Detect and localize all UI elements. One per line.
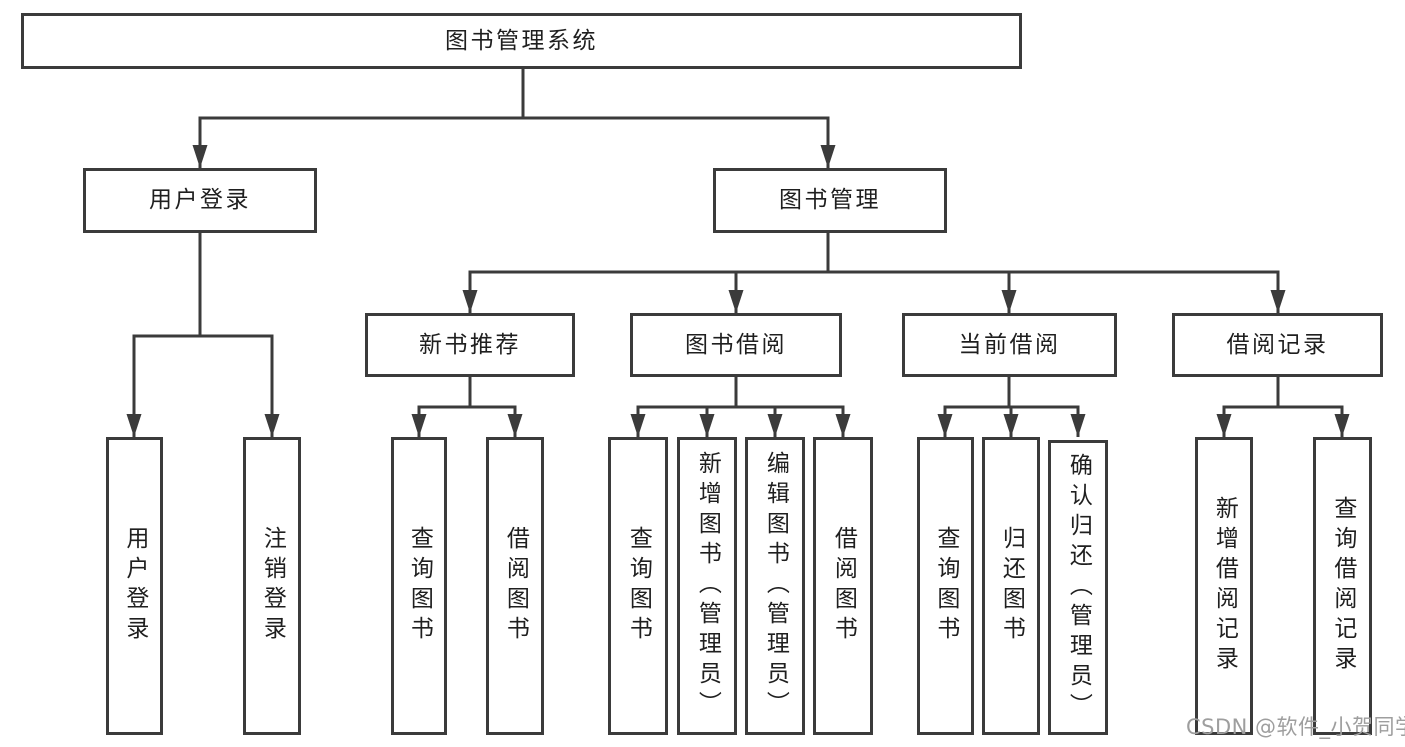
node-label: 图书借阅 <box>685 331 787 358</box>
node-label: 归还图书 <box>998 526 1025 646</box>
node-label: 编辑图书（管理员） <box>762 451 789 721</box>
node-library-management-system: 图书管理系统 <box>21 13 1022 69</box>
leaf-br-query-record: 查询借阅记录 <box>1313 437 1372 735</box>
leaf-bb-edit-book-admin: 编辑图书（管理员） <box>745 437 805 735</box>
leaf-bb-borrow-book: 借阅图书 <box>813 437 873 735</box>
node-label: 确认归还（管理员） <box>1065 452 1092 723</box>
node-book-borrow: 图书借阅 <box>630 313 842 377</box>
node-borrow-record: 借阅记录 <box>1172 313 1383 377</box>
leaf-user-login: 用户登录 <box>106 437 163 735</box>
node-label: 查询图书 <box>406 526 433 646</box>
node-label: 注销登录 <box>259 526 286 646</box>
csdn-watermark: CSDN @软件_小贺同学 <box>1186 715 1405 739</box>
leaf-bb-query-book: 查询图书 <box>608 437 668 735</box>
node-label: 查询图书 <box>625 526 652 646</box>
leaf-cb-confirm-return-admin: 确认归还（管理员） <box>1048 440 1108 735</box>
leaf-cb-return-book: 归还图书 <box>982 437 1040 735</box>
leaf-cb-query-book: 查询图书 <box>917 437 974 735</box>
node-label: 查询借阅记录 <box>1329 496 1356 676</box>
leaf-rec-borrow-book: 借阅图书 <box>486 437 544 735</box>
node-user-login-branch: 用户登录 <box>83 168 317 233</box>
node-label: 当前借阅 <box>958 331 1061 358</box>
leaf-br-add-record: 新增借阅记录 <box>1195 437 1253 735</box>
node-book-management: 图书管理 <box>713 168 947 233</box>
node-label: 借阅记录 <box>1226 331 1329 358</box>
node-label: 图书管理系统 <box>445 27 598 54</box>
node-label: 图书管理 <box>779 187 881 214</box>
node-label: 用户登录 <box>149 187 251 214</box>
node-label: 新增借阅记录 <box>1211 496 1238 676</box>
node-label: 新增图书（管理员） <box>694 451 721 721</box>
leaf-rec-query-book: 查询图书 <box>391 437 447 735</box>
node-label: 查询图书 <box>932 526 959 646</box>
node-label: 用户登录 <box>121 526 148 646</box>
leaf-logout: 注销登录 <box>243 437 301 735</box>
node-new-book-recommend: 新书推荐 <box>365 313 575 377</box>
node-label: 借阅图书 <box>502 526 529 646</box>
node-label: 新书推荐 <box>419 331 521 358</box>
node-current-borrow: 当前借阅 <box>902 313 1117 377</box>
node-label: 借阅图书 <box>830 526 857 646</box>
leaf-bb-add-book-admin: 新增图书（管理员） <box>677 437 737 735</box>
